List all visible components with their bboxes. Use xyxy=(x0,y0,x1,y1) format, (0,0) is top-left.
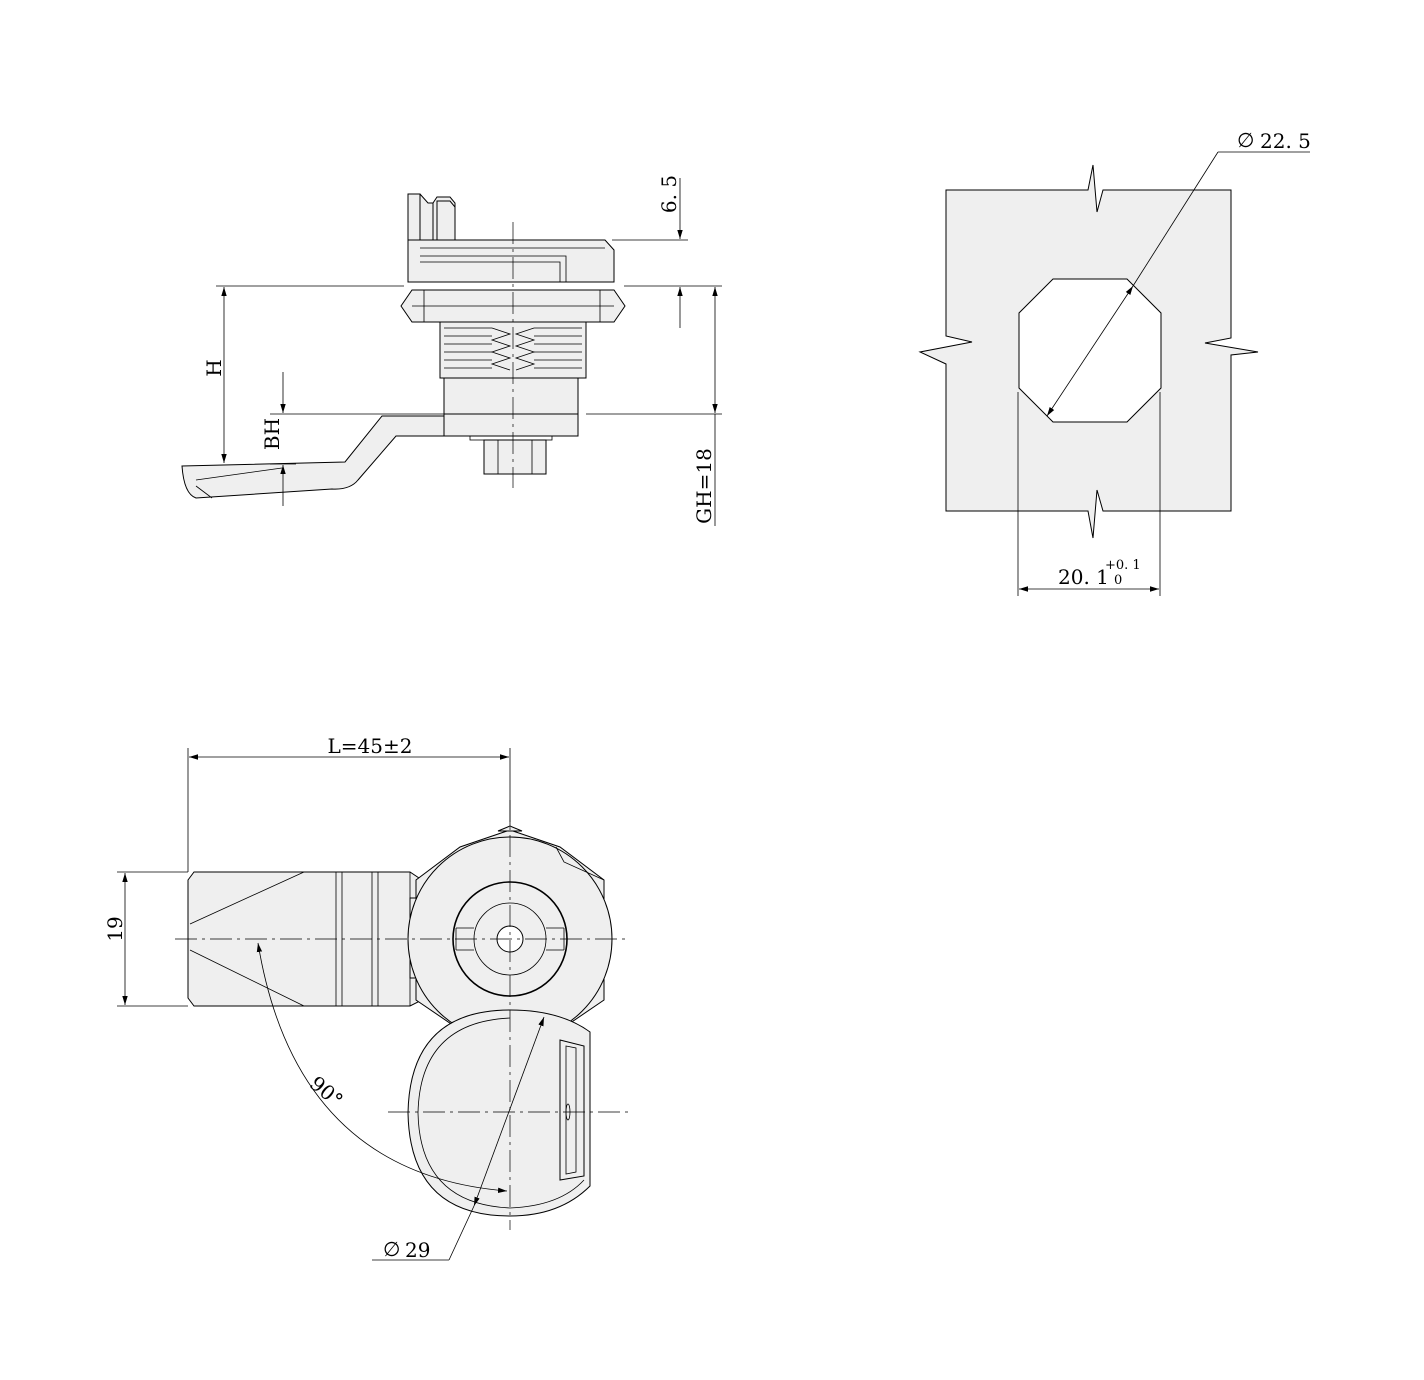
front-view: L=45±2 19 90° ∅ 29 xyxy=(103,734,630,1262)
cutout-width-value: 20. 1 xyxy=(1058,565,1109,589)
bh-label: BH xyxy=(260,418,284,450)
cutout-diameter-value: 22. 5 xyxy=(1260,129,1311,153)
dim-6-5-label: 6. 5 xyxy=(657,175,681,213)
h-label: H xyxy=(202,359,226,376)
key-cap xyxy=(407,1009,591,1217)
length-label: L=45±2 xyxy=(328,734,413,758)
side-view: H BH 6. 5 GH=18 xyxy=(181,175,722,526)
cam-arm xyxy=(181,415,445,499)
front-diameter-symbol: ∅ xyxy=(383,1237,400,1261)
gh-label: GH=18 xyxy=(692,448,716,524)
cutout-diameter-symbol: ∅ xyxy=(1237,128,1254,152)
front-diameter-value: 29 xyxy=(405,1238,430,1262)
height-label: 19 xyxy=(103,916,127,941)
panel-cutout-view: ∅ 22. 5 20. 1 +0. 1 0 xyxy=(918,128,1311,596)
handle-lever xyxy=(407,193,615,283)
cutout-tol-lower: 0 xyxy=(1114,573,1122,588)
threaded-body xyxy=(439,321,587,475)
cutout-tol-upper: +0. 1 xyxy=(1105,558,1141,573)
angle-label: 90° xyxy=(305,1071,348,1112)
